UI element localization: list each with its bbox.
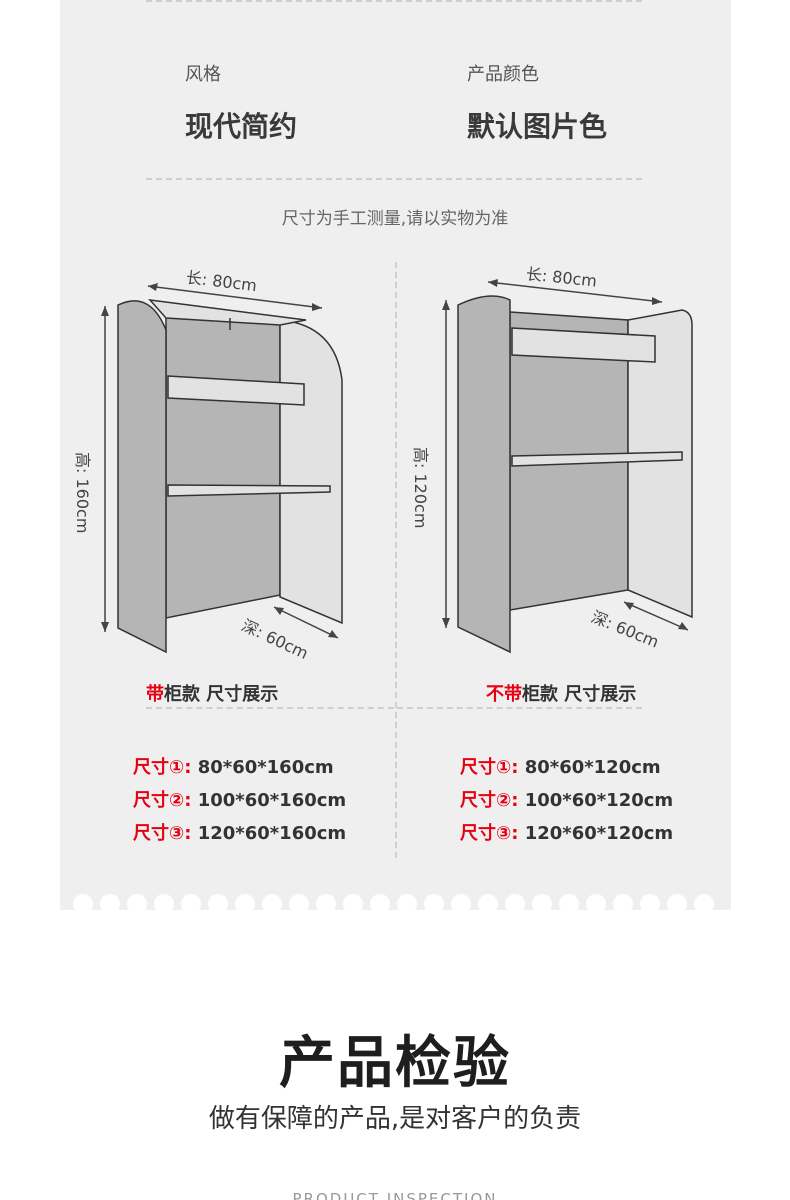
size-value: 100*60*160cm xyxy=(197,790,347,811)
scallop-dot xyxy=(181,894,201,914)
cabinet-with-drawer-diagram xyxy=(101,283,343,654)
scallop-dot xyxy=(208,894,228,914)
scallop-dot xyxy=(667,894,687,914)
shelf xyxy=(167,484,331,497)
right-side-panel xyxy=(627,309,693,619)
scallop-dot xyxy=(370,894,390,914)
right-size-row: 尺寸①: 80*60*120cm xyxy=(460,753,661,779)
back-panel xyxy=(165,314,281,619)
specs-divider xyxy=(146,178,642,180)
right-size-row: 尺寸②: 100*60*120cm xyxy=(460,786,673,812)
scallop-dot xyxy=(451,894,471,914)
size-label: 尺寸②: xyxy=(133,790,192,811)
size-label: 尺寸③: xyxy=(460,823,519,844)
size-label: 尺寸①: xyxy=(460,757,519,778)
scallop-dot xyxy=(640,894,660,914)
size-value: 80*60*160cm xyxy=(197,757,334,778)
scallop-dot xyxy=(289,894,309,914)
section-english-title: PRODUCT INSPECTION xyxy=(292,1190,498,1200)
scallop-dot xyxy=(397,894,417,914)
scallop-dot xyxy=(586,894,606,914)
scallop-dot xyxy=(532,894,552,914)
top-divider xyxy=(146,0,642,2)
scallop-dot xyxy=(478,894,498,914)
top-board xyxy=(511,327,656,363)
scallop-dot xyxy=(343,894,363,914)
color-label: 产品颜色 xyxy=(467,64,539,85)
measurement-note: 尺寸为手工测量,请以实物为准 xyxy=(281,209,509,229)
size-value: 120*60*160cm xyxy=(197,823,347,844)
scalloped-edge xyxy=(60,894,731,914)
style-label: 风格 xyxy=(185,64,221,85)
right-caption-text: 柜款 尺寸展示 xyxy=(522,684,637,705)
size-label: 尺寸②: xyxy=(460,790,519,811)
section-title: 产品检验 xyxy=(279,1031,511,1096)
left-height-label: 高: 160cm xyxy=(73,452,92,534)
left-size-row: 尺寸①: 80*60*160cm xyxy=(133,753,334,779)
style-value: 现代简约 xyxy=(185,110,298,143)
section-subtitle: 做有保障的产品,是对客户的负责 xyxy=(208,1104,582,1134)
scallop-dot xyxy=(424,894,444,914)
right-caption: 不带柜款 尺寸展示 xyxy=(486,680,636,706)
scallop-dot xyxy=(235,894,255,914)
scallop-dot xyxy=(316,894,336,914)
size-value: 80*60*120cm xyxy=(524,757,661,778)
scallop-dot xyxy=(154,894,174,914)
left-caption: 带柜款 尺寸展示 xyxy=(146,680,278,706)
right-height-label: 高: 120cm xyxy=(411,447,430,529)
scallop-dot xyxy=(613,894,633,914)
left-caption-divider xyxy=(146,707,394,709)
cabinet-without-drawer-diagram xyxy=(442,279,693,654)
size-value: 100*60*120cm xyxy=(524,790,674,811)
depth-arrow xyxy=(623,601,689,631)
scallop-dot xyxy=(694,894,714,914)
scallop-dot xyxy=(73,894,93,914)
scallop-dot xyxy=(505,894,525,914)
size-value: 120*60*120cm xyxy=(524,823,674,844)
color-value: 默认图片色 xyxy=(467,110,608,143)
scallop-dot xyxy=(127,894,147,914)
left-caption-text: 柜款 尺寸展示 xyxy=(164,684,279,705)
scallop-dot xyxy=(262,894,282,914)
left-size-row: 尺寸②: 100*60*160cm xyxy=(133,786,346,812)
right-caption-divider xyxy=(397,707,642,709)
right-caption-highlight: 不带 xyxy=(486,684,522,705)
top-panel xyxy=(148,299,307,326)
length-arrow xyxy=(487,281,663,303)
drawer-front xyxy=(167,375,305,406)
left-side-panel xyxy=(457,295,511,654)
right-side-panel xyxy=(279,319,343,625)
left-size-row: 尺寸③: 120*60*160cm xyxy=(133,819,346,845)
scallop-dot xyxy=(559,894,579,914)
right-size-row: 尺寸③: 120*60*120cm xyxy=(460,819,673,845)
depth-arrow xyxy=(273,606,339,639)
size-label: 尺寸③: xyxy=(133,823,192,844)
left-caption-highlight: 带 xyxy=(146,684,164,705)
left-side-panel xyxy=(117,300,167,654)
length-arrow xyxy=(147,285,323,309)
shelf xyxy=(511,451,683,467)
size-label: 尺寸①: xyxy=(133,757,192,778)
scallop-dot xyxy=(100,894,120,914)
center-divider xyxy=(395,262,397,858)
